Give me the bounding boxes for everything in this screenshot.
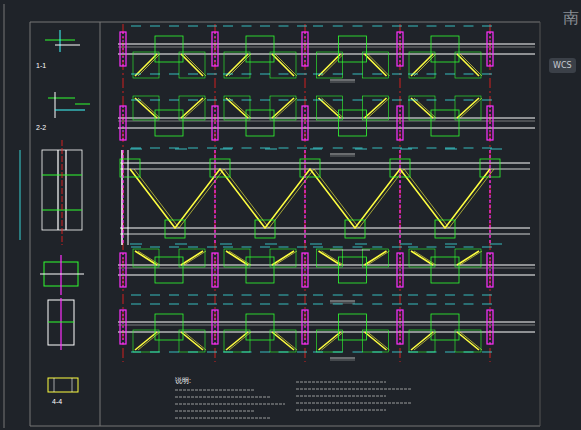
section-label: 4-4 — [52, 398, 62, 405]
watermark: 南 — [563, 8, 579, 29]
button-text: WCS — [553, 61, 572, 70]
label-holder: 4-4 — [52, 398, 62, 405]
notes-lines — [175, 382, 411, 418]
label-holder: 2-2 — [36, 124, 46, 131]
notes-heading: 说明: — [175, 376, 191, 386]
label-holder: 1-1 — [36, 62, 46, 69]
drawing-strokes — [4, 4, 540, 428]
label-holder: 南 — [563, 8, 579, 29]
label-holder: 说明: — [175, 376, 191, 386]
section-label: 2-2 — [36, 124, 46, 131]
toolbar-button: WCS — [549, 58, 576, 73]
section-label: 1-1 — [36, 62, 46, 69]
section-details — [20, 30, 90, 392]
